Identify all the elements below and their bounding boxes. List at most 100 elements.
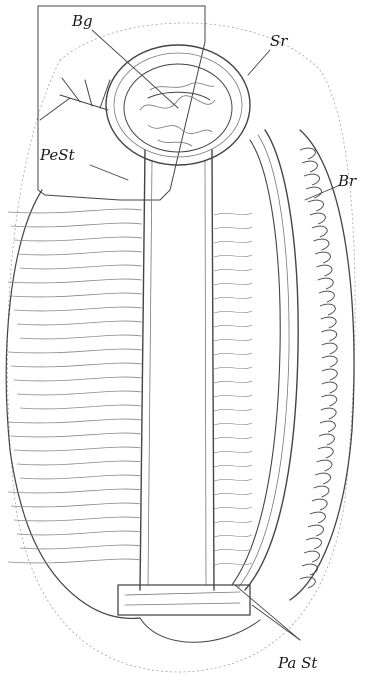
stomach-tube-inner [148,160,206,585]
vessel-branch [14,517,142,521]
vessel-branch [17,531,142,535]
gill-lamella [322,343,337,354]
gill-lamella [319,434,334,445]
vessel-branch [214,311,252,313]
gill-lamella [315,473,330,484]
gill-lamellae [300,148,337,588]
bottom-curve [140,618,260,642]
gill-lamella [302,161,317,172]
gill-lamella [318,447,333,458]
gill-lamella [317,460,332,471]
vessel-branch [214,479,252,481]
vessel-branch [214,507,252,509]
vessel-branch [214,465,252,467]
vessel-branch [11,293,142,297]
gill-lamella [322,369,337,380]
gill-lamella [314,239,329,250]
right-organ-mid [238,135,289,588]
bottom-segment-detail [125,592,240,605]
bulb-outer [106,45,250,165]
vessel-branch [20,335,142,339]
vessel-branch [11,223,142,227]
vessel-branch [14,377,142,381]
gill-lamella [321,408,336,419]
vessel-branch [14,307,142,311]
gill-lamella [304,551,319,562]
label-past: Pa St [277,654,318,672]
label-br: Br [337,172,357,190]
vessel-branch [11,363,142,367]
vessel-branch [8,489,142,493]
label-bg: Bg [71,12,93,30]
vessel-branch [8,209,142,213]
gill-lamella [321,330,336,341]
gill-lamella [310,512,325,523]
gill-lamella [321,395,336,406]
gill-lamella [302,564,317,575]
gill-lamella [314,486,329,497]
vessel-branch [17,321,142,325]
vessel-branch [214,325,252,327]
left-vessel-branch [40,78,110,120]
label-pest: PeSt [39,146,76,164]
vessel-branch [214,493,252,495]
gill-lamella [312,226,327,237]
vessel-branch [8,349,142,353]
vessel-branch [214,563,252,565]
gill-lamella [308,200,323,211]
gill-lamella [322,382,337,393]
vessel-branch [214,269,252,271]
gill-lamella [306,538,321,549]
vessel-branch [17,391,142,395]
vessel-network [8,209,252,565]
vessel-branch [214,213,252,215]
gill-lamella [300,148,315,159]
gill-lamella [310,213,325,224]
vessel-branch [17,461,142,465]
vessel-branch [8,559,142,563]
label-sr: Sr [270,32,288,50]
gill-lamella [308,525,323,536]
vessel-branch [214,283,252,285]
vessel-branch [11,503,142,507]
vessel-branch [20,405,142,409]
gill-lamella [320,421,335,432]
gill-lamella [322,356,337,367]
gill-lamella [317,265,332,276]
vessel-branch [214,409,252,411]
gill-lamella [320,304,335,315]
vessel-branch [214,423,252,425]
vessel-branch [214,395,252,397]
gill-lamella [312,499,327,510]
vessel-branch [214,255,252,257]
vessel-branch [14,237,142,241]
vessel-branch [17,251,142,255]
vessel-branch [214,521,252,523]
gill-lamella [304,174,319,185]
bulb-ring [114,53,242,157]
gill-lamella [318,278,333,289]
vessel-branch [8,419,142,423]
vessel-branch [214,241,252,243]
vessel-branch [214,297,252,299]
right-organ-outer [245,130,298,590]
vessel-branch [14,447,142,451]
vessel-branch [214,549,252,551]
right-body-edge [290,130,354,600]
vessel-branch [214,227,252,229]
vessel-branch [20,475,142,479]
vessel-branch [214,437,252,439]
body-outline [7,23,355,672]
gill-lamella [315,252,330,263]
vessel-branch [214,339,252,341]
vessel-branch [11,433,142,437]
gill-lamella [319,291,334,302]
vessel-branch [214,353,252,355]
vessel-branch [214,535,252,537]
vessel-branch [20,265,142,269]
vessel-branch [214,451,252,453]
gill-lamella [321,317,336,328]
bottom-segment [118,585,250,615]
